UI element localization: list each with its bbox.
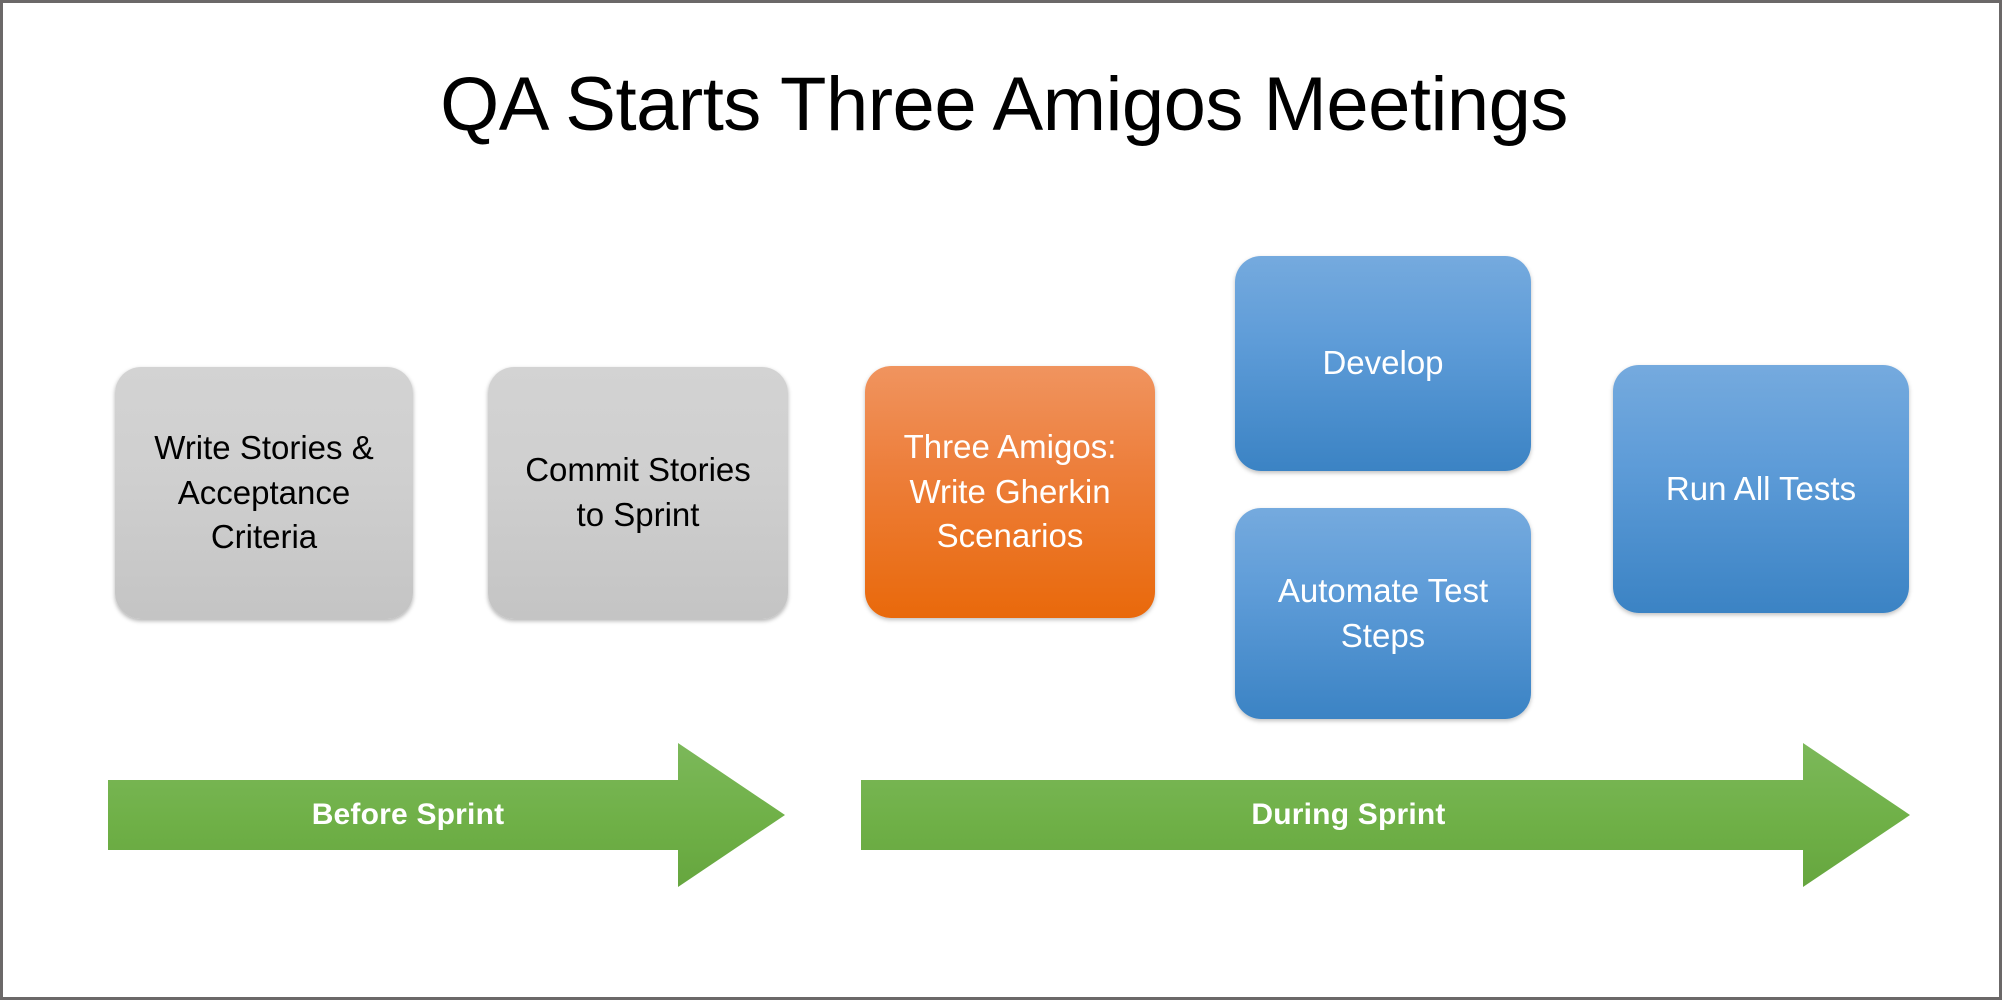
process-box-three-amigos[interactable]: Three Amigos: Write Gherkin Scenarios (865, 366, 1155, 618)
process-box-automate-test-steps[interactable]: Automate Test Steps (1235, 508, 1531, 719)
process-box-develop[interactable]: Develop (1235, 256, 1531, 471)
process-box-label: Run All Tests (1665, 469, 1857, 507)
page-title: QA Starts Three Amigos Meetings (440, 62, 1568, 147)
process-box-label: Commit Stories to Sprint (525, 451, 751, 533)
process-box-write-stories[interactable]: Write Stories & Acceptance Criteria (115, 367, 413, 619)
process-box-run-all-tests[interactable]: Run All Tests (1613, 365, 1909, 613)
process-box-label: Automate Test Steps (1277, 571, 1489, 654)
process-box-commit-stories[interactable]: Commit Stories to Sprint (488, 367, 788, 619)
right-arrow-icon (108, 743, 785, 887)
right-arrow-icon (861, 743, 1910, 887)
process-box-label: Three Amigos: Write Gherkin Scenarios (903, 427, 1117, 555)
phase-arrow-during-sprint[interactable]: During Sprint (861, 741, 1910, 889)
phase-arrow-before-sprint[interactable]: Before Sprint (108, 741, 785, 889)
process-box-label: Develop (1322, 344, 1444, 382)
process-box-label: Write Stories & Acceptance Criteria (154, 428, 374, 556)
